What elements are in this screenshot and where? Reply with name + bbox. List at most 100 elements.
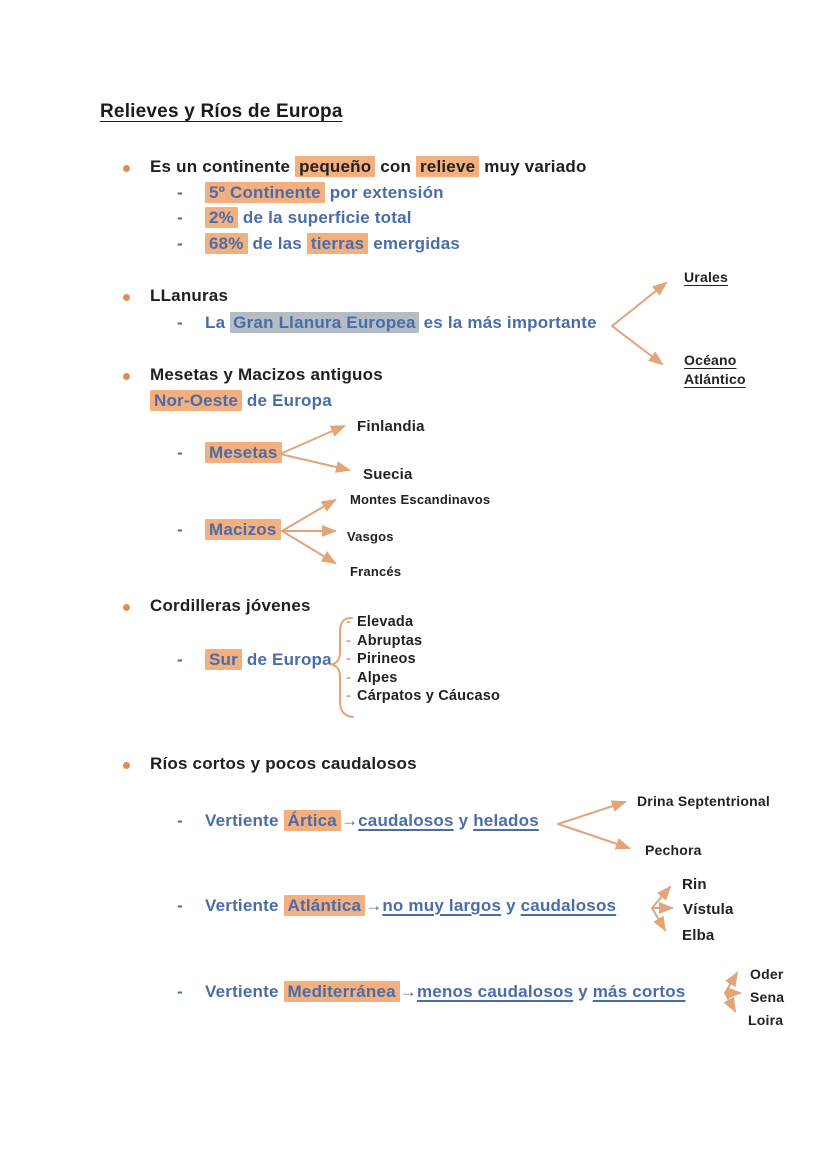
text-segment: Cordilleras jóvenes [150,596,311,615]
highlighted-word: Mediterránea [283,981,400,1002]
arrow-atlantica-elba [651,907,667,932]
list-item: -Alpes [346,669,500,688]
text-segment: de Europa [242,391,332,410]
bullet-item-rios: Ríos cortos y pocos caudalosos [123,754,417,774]
tree-label-vistula: Vístula [683,901,734,918]
subitem-mesetas: - Mesetas [177,442,282,463]
dash-marker: - [346,669,352,686]
text-segment: de Europa [241,650,332,669]
subitem-sur-europa: - Sur de Europa [177,649,332,670]
text-segment: de las [247,234,307,253]
tree-label-oceano-atlantico: Océano Atlántico [684,352,746,387]
text-segment: emergidas [368,234,461,253]
bullet-item-llanuras: LLanuras [123,286,229,306]
underlined-word: caudalosos [520,896,617,915]
tree-label-frances: Francés [350,564,402,579]
text-segment: de la superficie total [237,208,412,227]
tree-label-urales: Urales [684,269,729,285]
subitem-tierras: - 68% de las tierras emergidas [177,233,461,254]
bullet-item-mesetas-macizos: Mesetas y Macizos antiguos [123,365,383,385]
highlighted-word: 2% [205,207,238,228]
bullet-icon [123,294,130,301]
bullet-icon [123,762,130,769]
list-item-label: Elevada [357,614,414,630]
underlined-word: no muy largos [382,896,502,915]
arrow-mediterranea-oder [724,971,739,994]
cordilleras-feature-list: -Elevada -Abruptas -Pirineos -Alpes -Cár… [346,613,500,706]
underlined-word: caudalosos [358,811,454,830]
text-segment: Vertiente [205,811,284,830]
list-item: -Pirineos [346,650,500,669]
highlighted-word: pequeño [295,156,376,177]
highlighted-word: relieve [415,156,480,177]
inline-arrow-icon: → [399,982,417,1001]
bullet-icon [123,604,130,611]
list-item-label: Pirineos [357,651,416,668]
underlined-word: helados [473,811,539,830]
text-segment: y [501,896,521,915]
dash-marker: - [177,443,183,462]
highlighted-word: Macizos [205,519,281,540]
underlined-word: más cortos [592,982,686,1001]
highlighted-word: tierras [306,233,369,254]
tree-label-rin: Rin [682,876,707,893]
text-segment: La [205,313,231,332]
dash-marker: - [177,896,183,915]
arrow-artica-drina [557,800,627,825]
dash-marker: - [177,234,183,253]
subitem-gran-llanura: - La Gran Llanura Europea es la más impo… [177,312,597,333]
highlighted-word: Mesetas [205,442,282,463]
text-segment: Ríos cortos y pocos caudalosos [150,754,417,773]
arrow-macizos-frances [281,530,337,565]
text-segment: Vertiente [205,896,284,915]
dash-marker: - [346,688,352,705]
list-item: -Elevada [346,613,500,632]
dash-marker: - [177,982,183,1001]
text-segment: Es un continente [150,157,296,176]
inline-arrow-icon: → [365,896,383,915]
subitem-vertiente-artica: - Vertiente Ártica→caudalosos y helados [177,810,539,831]
tree-label-vasgos: Vasgos [347,529,394,544]
arrow-llanura-urales [611,281,668,327]
dash-marker: - [346,614,352,630]
highlighted-word: Ártica [283,810,341,831]
tree-label-pechora: Pechora [645,842,702,858]
dash-marker: - [177,520,183,539]
bullet-item-cordilleras: Cordilleras jóvenes [123,596,311,616]
highlighted-word: Atlántica [283,895,366,916]
text-segment: LLanuras [150,286,229,305]
dash-marker: - [346,632,352,649]
arrow-mesetas-suecia [279,453,351,473]
highlighted-word: Nor-Oeste [150,390,242,411]
text-segment: Mesetas y Macizos antiguos [150,365,383,384]
list-item-label: Cárpatos y Cáucaso [357,688,501,705]
highlighted-word-gray: Gran Llanura Europea [230,312,419,333]
arrow-mesetas-finlandia [279,425,346,455]
dash-marker: - [177,313,183,332]
dash-marker: - [177,183,183,202]
list-item: -Abruptas [346,632,500,651]
dash-marker: - [346,651,352,668]
tree-label-loira: Loira [748,1012,784,1028]
text-segment: y [453,811,474,830]
underlined-word: menos caudalosos [416,982,574,1001]
bullet-icon [123,165,130,172]
arrow-llanura-oceano [611,325,664,366]
list-item-label: Abruptas [357,632,423,649]
arrow-atlantica-rin [651,885,672,909]
tree-label-oder: Oder [750,966,784,982]
tree-label-montes-escandinavos: Montes Escandinavos [350,492,491,507]
highlighted-word: Sur [205,649,242,670]
list-item-label: Alpes [357,669,398,686]
arrow-artica-pechora [557,823,631,850]
subitem-superficie: - 2% de la superficie total [177,207,412,228]
subhead-noroeste: Nor-Oeste de Europa [150,390,332,411]
text-segment: con [375,157,416,176]
tree-label-drina: Drina Septentrional [637,793,770,809]
bullet-item-continente: Es un continente pequeño con relieve muy… [123,156,587,177]
subitem-macizos: - Macizos [177,519,281,540]
arrow-mediterranea-loira [723,992,736,1013]
subitem-vertiente-mediterranea: - Vertiente Mediterránea→menos caudaloso… [177,981,686,1002]
bullet-icon [123,373,130,380]
